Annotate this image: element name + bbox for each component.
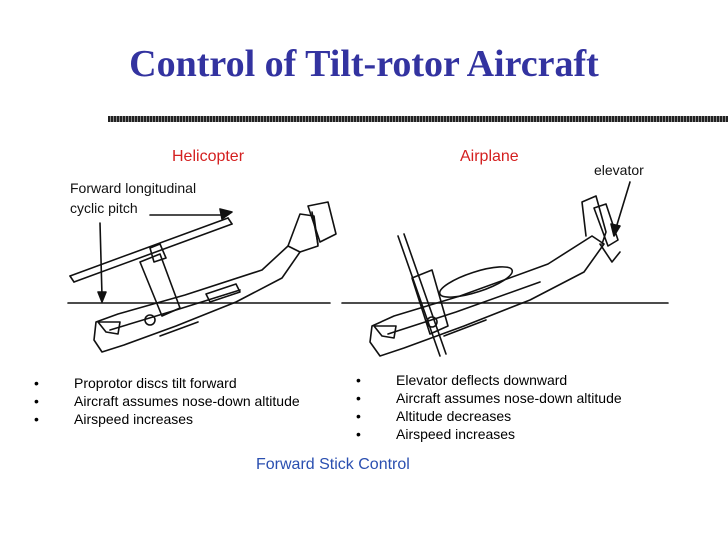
title-divider [108, 116, 728, 122]
airplane-bullet: Airspeed increases [356, 425, 622, 443]
airplane-mode-aircraft [341, 181, 669, 357]
helicopter-heading: Helicopter [172, 148, 245, 165]
helicopter-bullet: Airspeed increases [34, 410, 300, 428]
airplane-heading: Airplane [460, 148, 519, 165]
cyclic-pitch-callout: Forward longitudinal cyclic pitch [70, 178, 196, 218]
page-title: Control of Tilt-rotor Aircraft [129, 43, 599, 85]
elevator-callout: elevator [594, 162, 644, 178]
airplane-bullet: Altitude decreases [356, 407, 622, 425]
helicopter-bullet-list: Proprotor discs tilt forward Aircraft as… [34, 374, 300, 428]
helicopter-bullet: Proprotor discs tilt forward [34, 374, 300, 392]
helicopter-mode-aircraft [67, 201, 337, 353]
airplane-bullet: Aircraft assumes nose-down altitude [356, 389, 622, 407]
footer-caption: Forward Stick Control [256, 456, 410, 473]
helicopter-bullet: Aircraft assumes nose-down altitude [34, 392, 300, 410]
airplane-bullet: Elevator deflects downward [356, 371, 622, 389]
cyclic-pitch-callout-line1: Forward longitudinal [70, 180, 197, 196]
cyclic-pitch-callout-line2: cyclic pitch [70, 200, 138, 216]
airplane-bullet-list: Elevator deflects downward Aircraft assu… [356, 371, 622, 443]
